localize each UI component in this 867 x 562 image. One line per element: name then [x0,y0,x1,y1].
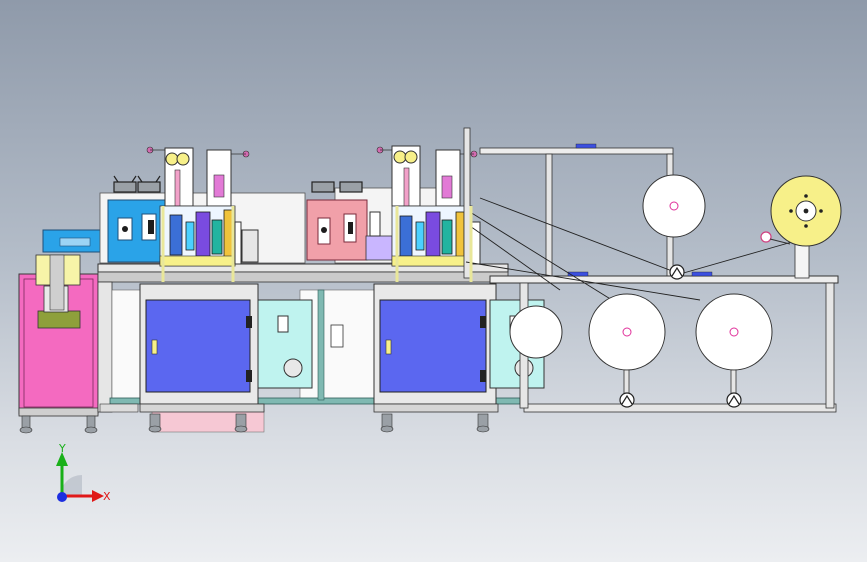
z-axis-dot [57,492,67,502]
blue-cabinet-panel [145,299,251,393]
y-axis-label: Y [58,442,66,455]
cyan-panel [257,299,313,389]
pink-station-block [306,199,368,261]
guide-posts [161,206,473,282]
station-center-pink [306,181,393,261]
infeed-unit [18,229,112,434]
material-roll-left [509,305,563,359]
station-1 [107,146,313,433]
x-axis-label: X [103,490,111,503]
unwind-frame [463,127,842,413]
blue-cabinet-panel-2 [379,299,487,393]
